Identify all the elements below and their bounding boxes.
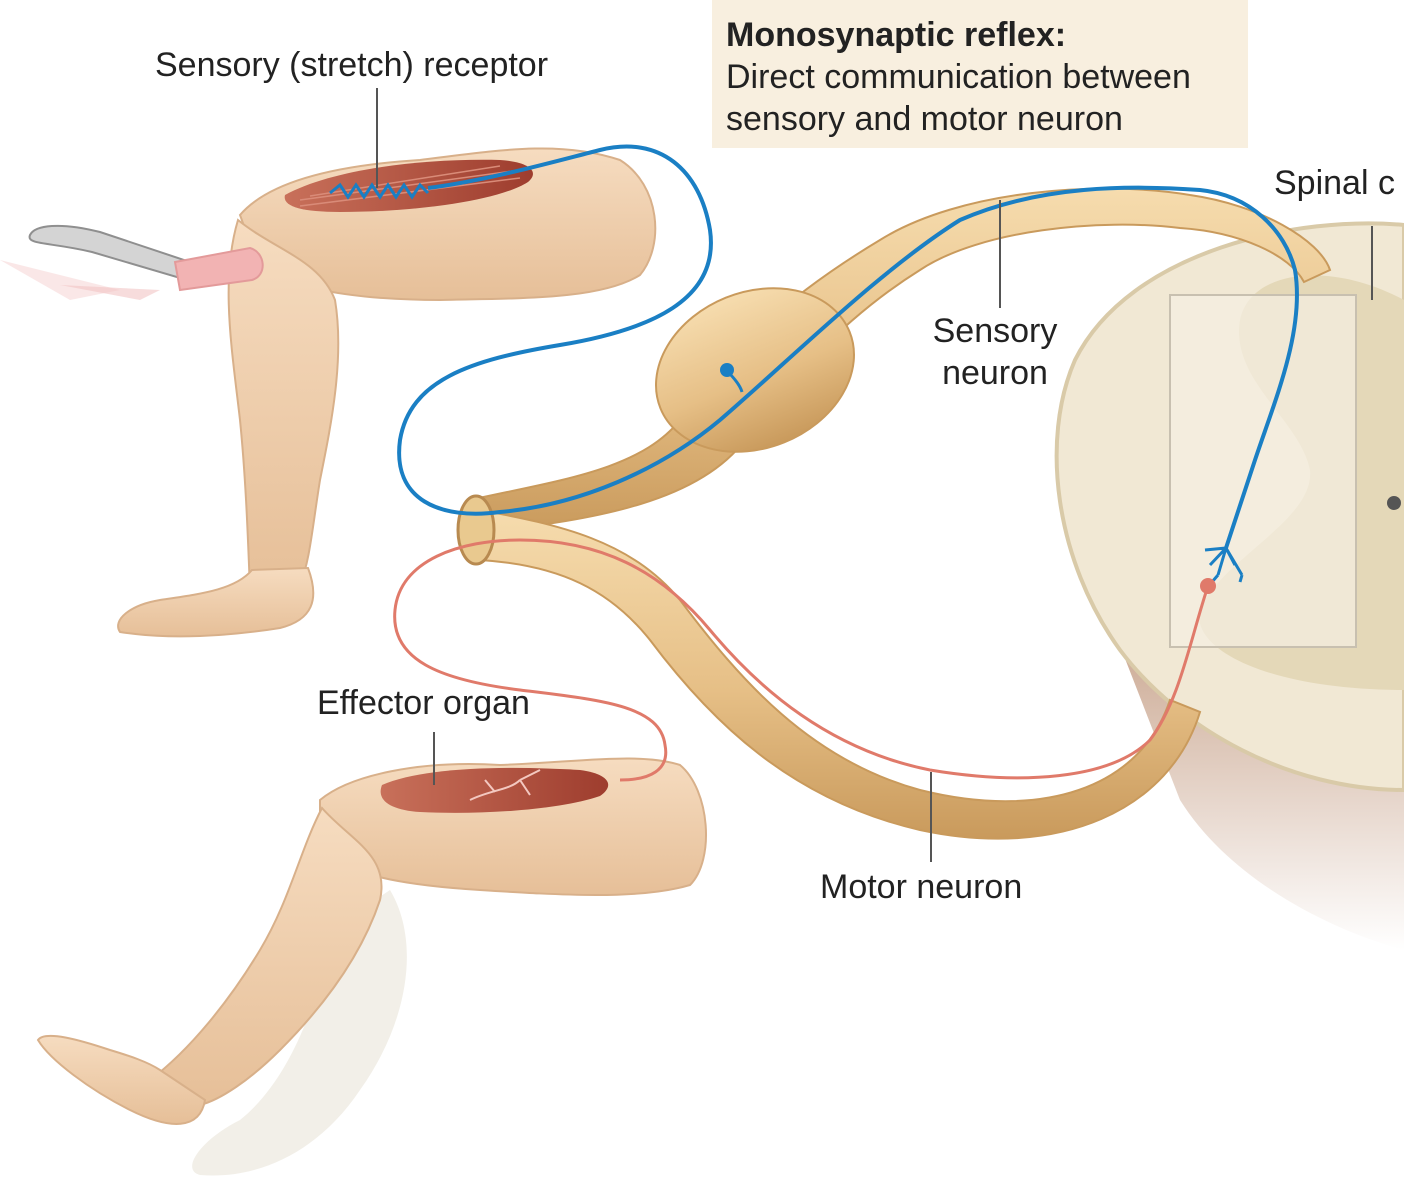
callout-line-2: sensory and motor neuron [726,100,1123,138]
label-sensory-neuron-line-2: neuron [942,354,1048,392]
motor-axon [393,538,1210,782]
sensory-axon-peripheral [397,144,1299,549]
upper-foot [117,566,315,638]
upper-leg [0,147,657,638]
callout-line-1: Direct communication between [726,58,1191,96]
nerve-cut-end [456,494,496,566]
sensory-axon-terminals [1204,546,1244,583]
lower-leg [36,757,707,1176]
label-motor-neuron: Motor neuron [820,868,1023,906]
ventral-root [479,508,1202,840]
label-spinal-cord: Spinal c [1274,164,1395,202]
label-sensory-receptor: Sensory (stretch) receptor [155,46,549,84]
label-sensory-neuron-line-1: Sensory [932,312,1058,350]
leader-lines [376,88,1373,862]
sensory-receptor-coil [329,182,430,200]
dorsal-root-ganglion [655,287,855,453]
upper-shin [227,218,340,592]
central-canal [1387,496,1401,510]
callout-title: Monosynaptic reflex: [726,16,1067,54]
label-sensory-neuron: Sensory neuron [920,310,1070,394]
lower-ghost-leg [192,890,407,1176]
sensory-neuron [329,144,1299,583]
monosynaptic-reflex-callout: Monosynaptic reflex: Direct communicatio… [712,0,1248,148]
sensory-cell-body [720,363,734,377]
spinal-cord [1054,221,1404,950]
motor-end-branches [469,769,541,801]
lower-shin [148,806,383,1107]
reflex-hammer [0,224,264,300]
motor-neuron [393,538,1216,782]
lower-foot [36,1034,207,1125]
highlight-box [1169,294,1357,648]
label-effector-organ: Effector organ [317,684,530,722]
